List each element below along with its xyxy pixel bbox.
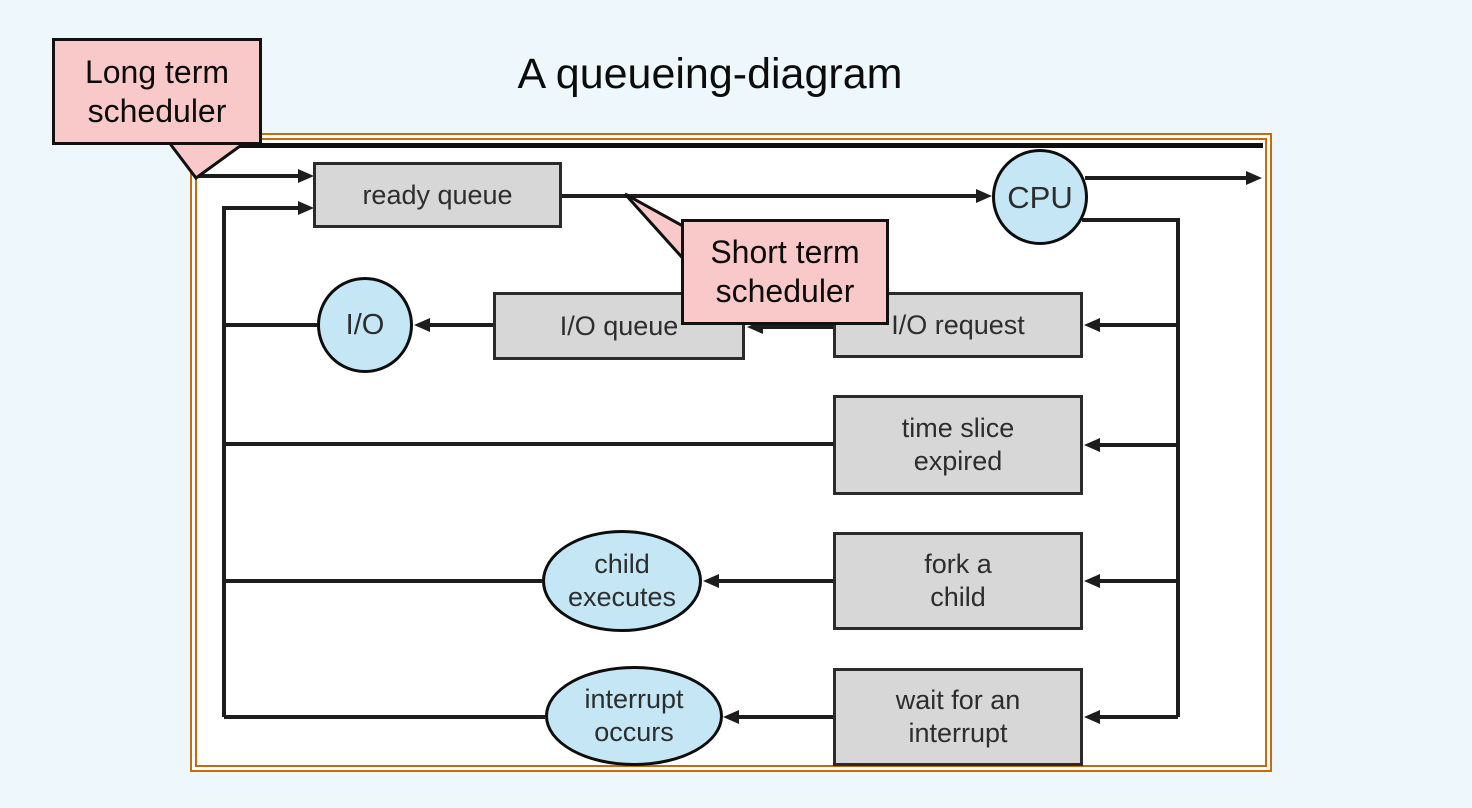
node-fork-a-child: fork a child — [833, 532, 1083, 630]
callout-short-term-line2: scheduler — [715, 273, 855, 309]
node-interrupt-occurs: interrupt occurs — [545, 666, 723, 766]
node-time-slice-expired-line1: time slice — [901, 413, 1015, 443]
node-cpu-label: CPU — [1007, 179, 1073, 215]
node-io-request-label: I/O request — [891, 309, 1025, 340]
node-interrupt-occurs-line1: interrupt — [584, 684, 684, 714]
node-child-executes: child executes — [542, 530, 702, 632]
callout-long-term-scheduler: Long term scheduler — [52, 38, 262, 145]
figure-top-rule — [197, 143, 1263, 148]
arrow-feedback-to-readyqueue — [222, 201, 314, 717]
callout-long-term-line2: scheduler — [87, 92, 227, 129]
line-cpu-feedback-trunk — [1082, 218, 1180, 717]
node-time-slice-expired: time slice expired — [833, 395, 1083, 495]
node-fork-a-child-line1: fork a — [924, 549, 992, 579]
figure-frame-inner-border — [195, 138, 1267, 767]
node-io-label: I/O — [345, 308, 385, 341]
node-child-executes-line2: executes — [567, 582, 677, 612]
node-wait-for-interrupt-line2: interrupt — [908, 718, 1008, 748]
page-title: A queueing-diagram — [517, 50, 903, 98]
node-ready-queue-label: ready queue — [362, 179, 513, 210]
node-interrupt-occurs-line2: occurs — [594, 717, 674, 747]
node-io: I/O — [317, 277, 413, 373]
callout-short-term-line1: Short term — [710, 234, 860, 270]
node-wait-for-interrupt-line1: wait for an — [895, 685, 1021, 715]
longterm-callout-tail — [164, 139, 252, 181]
node-time-slice-expired-line2: expired — [913, 446, 1003, 476]
node-io-queue-label: I/O queue — [559, 310, 679, 341]
node-fork-a-child-line2: child — [930, 582, 986, 612]
node-wait-for-interrupt: wait for an interrupt — [833, 668, 1083, 766]
callout-long-term-line1: Long term — [84, 53, 230, 90]
node-ready-queue: ready queue — [313, 162, 562, 228]
node-cpu: CPU — [992, 149, 1088, 245]
callout-short-term-scheduler: Short term scheduler — [681, 219, 889, 325]
node-child-executes-line1: child — [594, 549, 650, 579]
